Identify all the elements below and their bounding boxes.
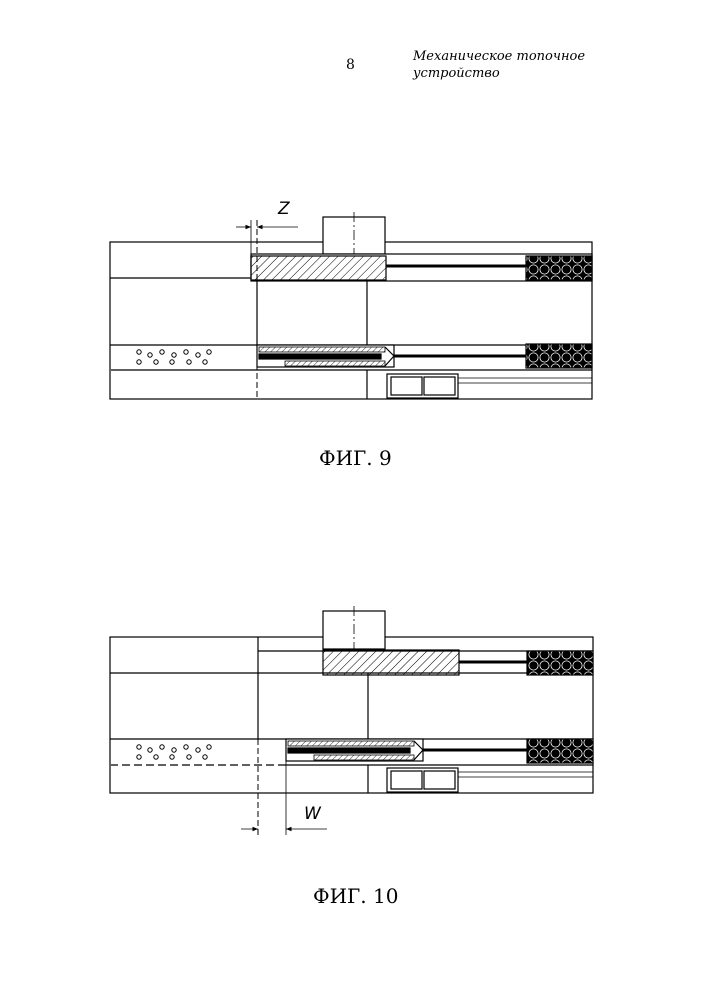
fig9-caption: ФИГ. 9 [319, 446, 392, 470]
fig10-coal-packing-lower [527, 739, 593, 763]
fig9-coal-packing-lower [526, 344, 592, 368]
fig9-hatched-pusher [251, 256, 386, 280]
figure-9-drawing [110, 212, 592, 399]
fig10-caption: ФИГ. 10 [313, 884, 398, 908]
fig10-hatched-pusher [323, 650, 459, 675]
fig10-fuel-particles [137, 745, 211, 759]
figure-10-drawing [110, 606, 593, 835]
fig10-dimension-label: W [304, 804, 321, 824]
fig9-coal-packing-upper [526, 256, 592, 280]
fig9-fuel-particles [137, 350, 211, 364]
fig9-dimension-label: Z [278, 199, 290, 219]
fig10-coal-packing-upper [527, 651, 593, 675]
